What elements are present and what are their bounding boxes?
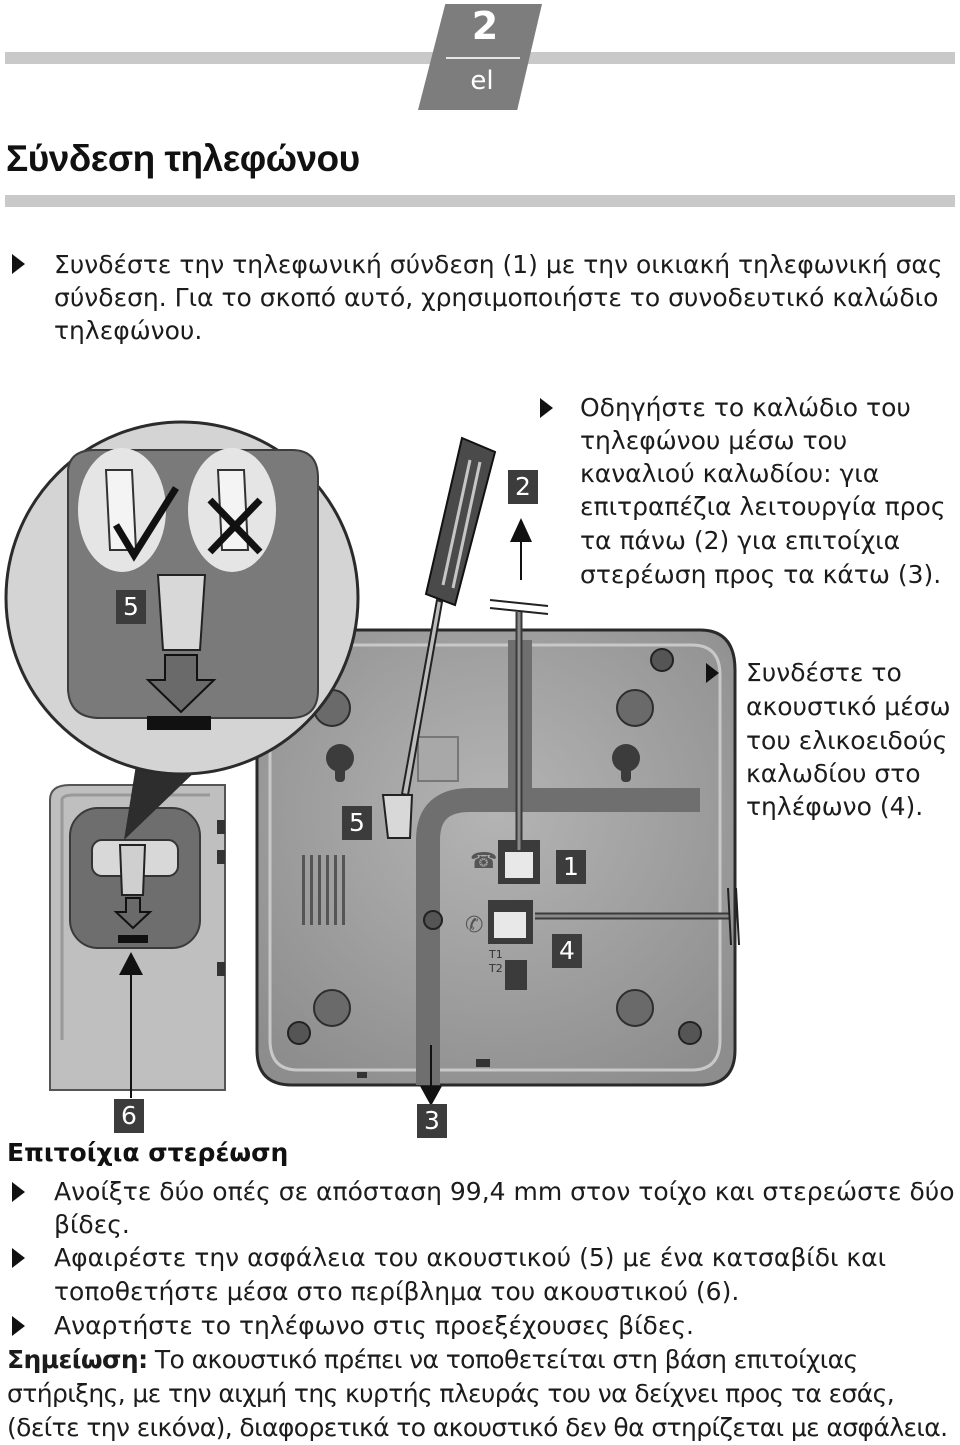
callout-3: 3 — [417, 1104, 447, 1138]
handset-connect-line: Συνδέστε το — [746, 658, 902, 687]
bullet-triangle-icon — [706, 663, 719, 683]
phone-handset-icon: ☎ — [470, 849, 497, 874]
note-text: Το ακουστικό πρέπει να τοποθετείται στη … — [7, 1345, 948, 1442]
arrow-down-icon — [420, 1045, 442, 1106]
intro-line: τηλεφώνου. — [54, 316, 203, 345]
check-mark-icon — [112, 486, 179, 562]
tab-divider — [446, 57, 520, 59]
callout-5-magnifier: 5 — [116, 590, 146, 624]
cable-guide-line: τα πάνω (2) για επιτοίχια — [580, 526, 901, 555]
intro-line: σύνδεση. Για το σκοπό αυτό, χρησιμοποιήσ… — [54, 283, 939, 312]
handset-connect-line: τηλέφωνο (4). — [746, 792, 924, 821]
section-heading: Επιτοίχια στερέωση — [7, 1138, 289, 1167]
bullet-triangle-icon — [12, 1316, 25, 1336]
intro-line: Συνδέστε την τηλεφωνική σύνδεση (1) με τ… — [54, 250, 943, 279]
wall-step-line: τοποθετήστε μέσα στο περίβλημα του ακουσ… — [54, 1277, 740, 1306]
callout-1: 1 — [556, 850, 586, 884]
cable-guide-line: καναλιού καλωδίου: για — [580, 459, 880, 488]
cable-guide-line: τηλεφώνου μέσω του — [580, 426, 848, 455]
wall-step-line: Αναρτήστε το τηλέφωνο στις προεξέχουσες … — [54, 1311, 694, 1340]
bullet-triangle-icon — [540, 398, 553, 418]
bullet-triangle-icon — [12, 254, 25, 274]
note-paragraph: Σημείωση: Το ακουστικό πρέπει να τοποθετ… — [7, 1343, 957, 1445]
cable-guide-line: επιτραπέζια λειτουργία προς — [580, 492, 946, 521]
wall-step-line: βίδες. — [54, 1210, 130, 1239]
language-code: el — [470, 66, 494, 96]
page-number: 2 — [471, 4, 499, 48]
cross-mark-icon — [207, 497, 263, 555]
svg-text:✆: ✆ — [465, 913, 483, 938]
handset-connect-line: του ελικοειδούς — [746, 726, 948, 755]
arrow-up-icon — [510, 518, 532, 580]
port-label-t2: T2 — [489, 962, 503, 975]
handset-connect-line: καλωδίου στο — [746, 759, 921, 788]
bullet-triangle-icon — [12, 1248, 25, 1268]
callout-6: 6 — [114, 1099, 144, 1133]
callout-2: 2 — [508, 470, 538, 504]
screwdriver-icon — [400, 436, 497, 797]
arrow-up-icon — [119, 952, 143, 1098]
note-label: Σημείωση: — [7, 1345, 148, 1374]
callout-4: 4 — [552, 934, 582, 968]
title-rule — [5, 195, 955, 207]
wall-step-line: Ανοίξτε δύο οπές σε απόσταση 99,4 mm στο… — [54, 1177, 955, 1206]
handset-connect-line: ακουστικό μέσω — [746, 692, 951, 721]
cable-guide-line: Οδηγήστε το καλώδιο του — [580, 393, 911, 422]
callout-5-base: 5 — [342, 806, 372, 840]
wall-step-line: Αφαιρέστε την ασφάλεια του ακουστικού (5… — [54, 1243, 887, 1272]
page-title: Σύνδεση τηλεφώνου — [6, 138, 360, 179]
port-label-t1: T1 — [489, 948, 503, 961]
phone-installation-figure: ☎ ✆ — [4, 420, 740, 1106]
bullet-triangle-icon — [12, 1182, 25, 1202]
cable-guide-line: στερέωση προς τα κάτω (3). — [580, 560, 942, 589]
